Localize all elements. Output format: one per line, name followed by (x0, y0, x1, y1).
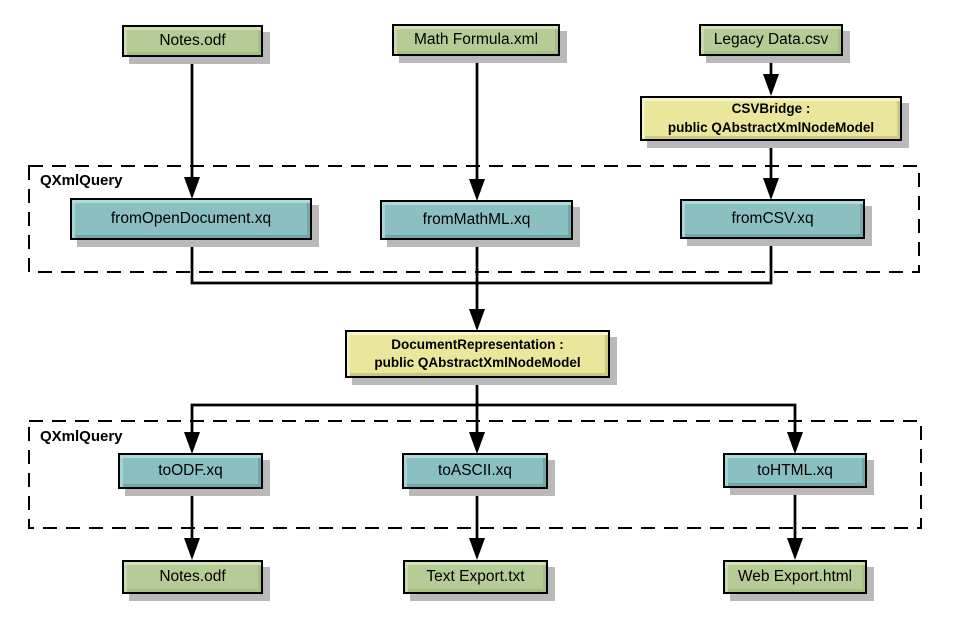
class-node-line2: public QAbstractXmlNodeModel (374, 355, 581, 370)
query-node-label: toHTML.xq (757, 461, 833, 479)
query-node-label: toASCII.xq (437, 462, 513, 479)
file-node-label: Web Export.html (737, 568, 853, 585)
query-node-from-opendocument: fromOpenDocument.xq (70, 198, 312, 240)
arrow-heads (184, 74, 803, 560)
file-node-web-export: Web Export.html (723, 560, 867, 594)
class-node-document-representation: DocumentRepresentation : public QAbstrac… (345, 330, 610, 378)
query-node-to-ascii: toASCII.xq (402, 453, 548, 489)
class-node-line2: public QAbstractXmlNodeModel (667, 119, 875, 135)
file-node-label: Math Formula.xml (413, 31, 539, 48)
file-node-text-export: Text Export.txt (403, 560, 548, 594)
file-node-notes-odf-top: Notes.odf (122, 25, 263, 57)
class-node-csvbridge: CSVBridge : public QAbstractXmlNodeModel (640, 96, 902, 141)
query-group-top-label: QXmlQuery (40, 172, 123, 189)
file-node-label: Notes.odf (159, 32, 226, 49)
file-node-legacy-data: Legacy Data.csv (699, 24, 843, 56)
file-node-label: Text Export.txt (426, 568, 525, 585)
file-node-label: Legacy Data.csv (713, 31, 829, 48)
query-node-to-html: toHTML.xq (723, 453, 867, 488)
file-node-label: Notes.odf (159, 568, 226, 585)
query-group-bottom-label: QXmlQuery (40, 428, 123, 445)
file-node-notes-odf-bottom: Notes.odf (122, 560, 263, 594)
query-node-to-odf: toODF.xq (118, 453, 263, 489)
query-group-top-border (28, 165, 920, 273)
query-node-label: fromOpenDocument.xq (110, 210, 272, 227)
query-node-from-csv: fromCSV.xq (680, 199, 865, 239)
query-group-bottom-border (28, 420, 922, 529)
file-node-math-formula: Math Formula.xml (392, 24, 560, 56)
query-node-label: fromMathML.xq (422, 211, 531, 228)
query-node-from-mathml: fromMathML.xq (380, 200, 573, 240)
class-node-line1: CSVBridge : (731, 101, 811, 117)
query-node-label: toODF.xq (158, 462, 223, 479)
connector-bottom-split (190, 378, 797, 447)
query-node-label: fromCSV.xq (731, 210, 814, 227)
class-node-line1: DocumentRepresentation : (391, 336, 564, 352)
